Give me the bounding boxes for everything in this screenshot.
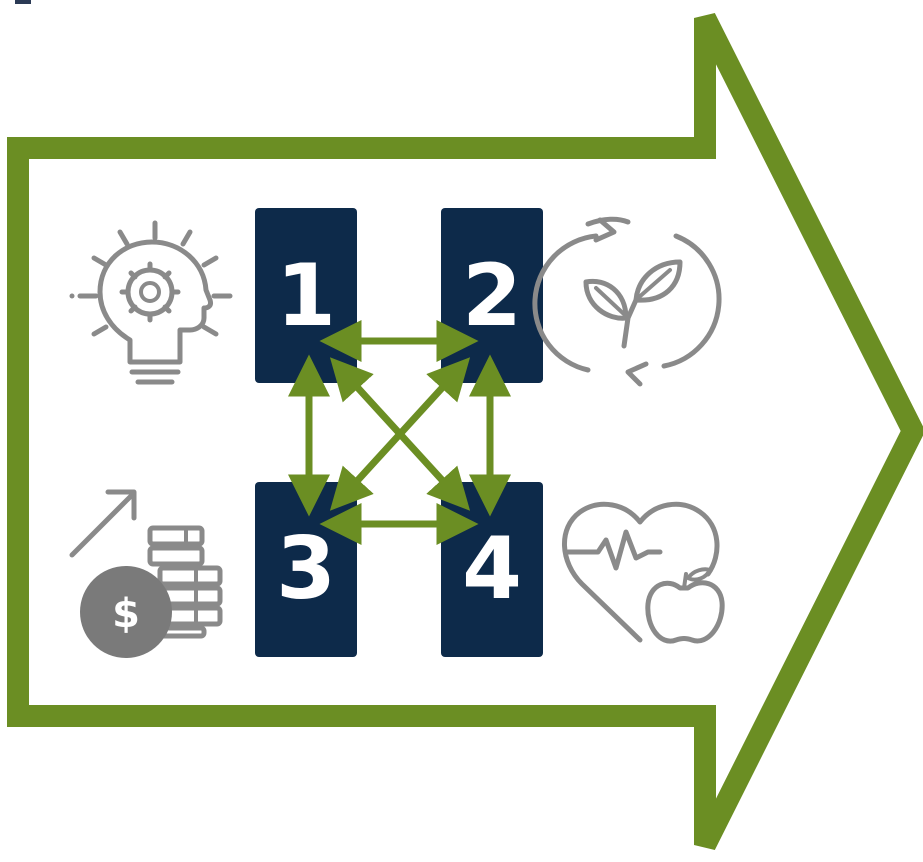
heart-apple-icon [562,501,725,644]
coins-growth-icon: $ [69,489,223,658]
dollar-coin [80,566,172,658]
connector-2-3 [329,357,471,511]
corner-mark [15,0,31,4]
box-3: 3 [255,482,357,657]
box-1-label: 1 [276,246,336,346]
box-2: 2 [441,208,543,383]
box-2-label: 2 [462,246,522,346]
lightbulb-gear-head-icon [69,220,233,385]
box-3-label: 3 [276,519,336,619]
box-1: 1 [255,208,357,383]
dollar-symbol: $ [112,591,140,637]
box-4-label: 4 [462,519,522,619]
plant-cycle-icon [532,216,722,387]
box-4: 4 [441,482,543,657]
process-arrow-outline [7,13,923,850]
